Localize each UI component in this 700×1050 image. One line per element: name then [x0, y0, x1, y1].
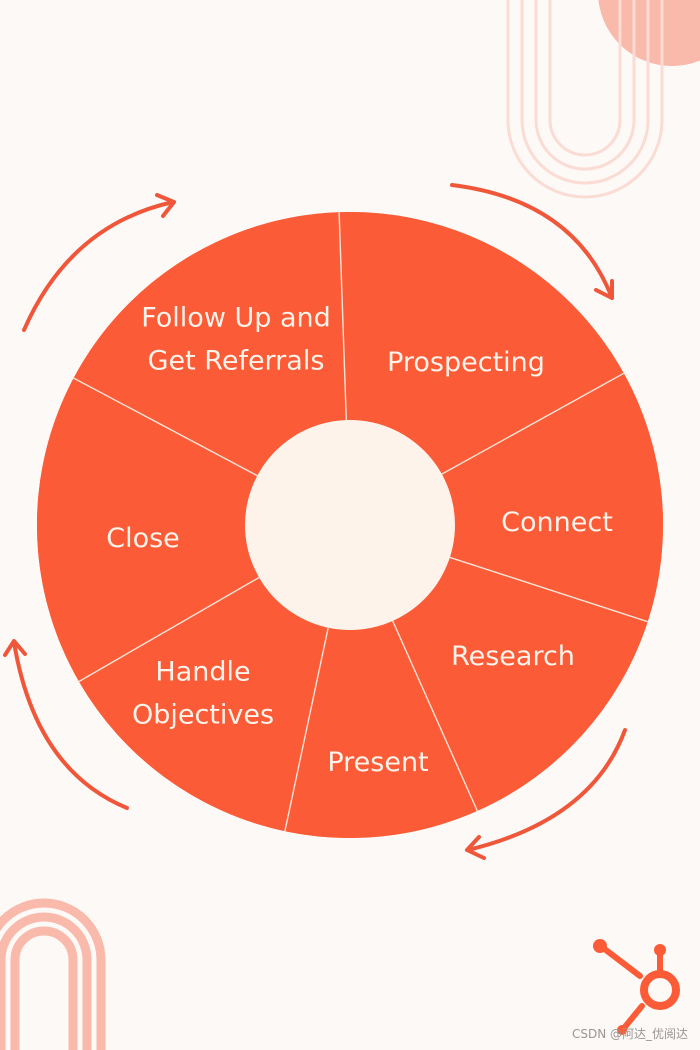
stage-label-follow-up: Get Referrals: [148, 346, 325, 377]
hubspot-sprocket-icon: [593, 939, 676, 1035]
stage-label-close: Close: [106, 523, 180, 554]
stage-label-prospecting: Prospecting: [387, 347, 545, 378]
wheel-hub: [245, 420, 455, 630]
stage-label-handle-objectives: Objectives: [132, 700, 274, 731]
watermark-text: CSDN @阿达_优阅达: [572, 1025, 688, 1042]
stage-label-research: Research: [451, 641, 575, 672]
decor-top-right: [508, 0, 700, 197]
stage-label-handle-objectives: Handle: [155, 657, 250, 688]
stage-label-follow-up: Follow Up and: [141, 303, 331, 334]
decor-arches-bottom: [0, 903, 101, 1050]
stage-label-present: Present: [327, 747, 428, 778]
stage-label-connect: Connect: [501, 507, 613, 538]
